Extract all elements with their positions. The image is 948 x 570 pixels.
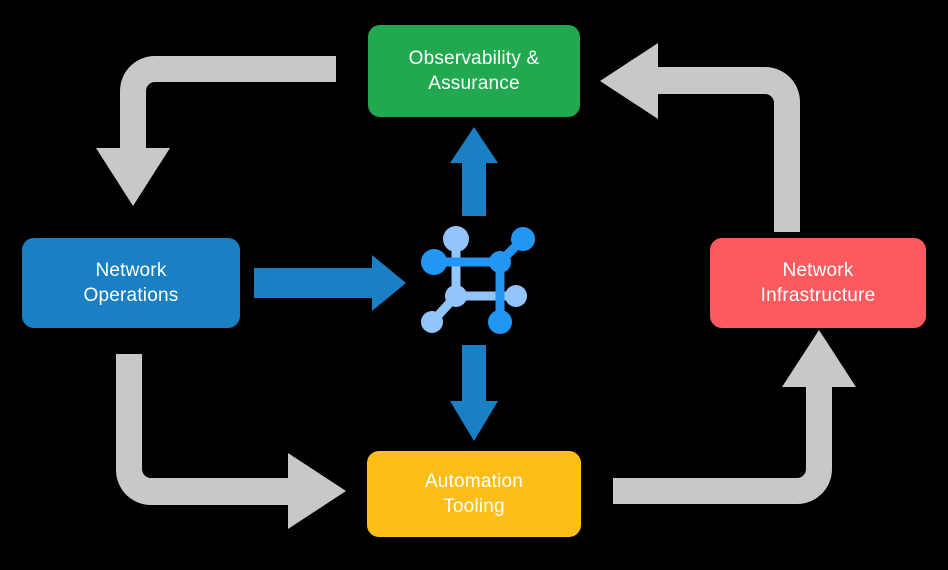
node-label-automation-tooling: Automation Tooling: [424, 470, 524, 517]
node-label-network-operations: Network Operations: [83, 259, 179, 306]
grey-arrow-operations-to-automation: [116, 354, 346, 529]
blue-arrow-ops-to-center: [254, 255, 406, 311]
node-box-automation-tooling[interactable]: Automation Tooling: [367, 451, 581, 537]
node-label-network-infrastructure: Network Infrastructure: [760, 259, 876, 306]
node-box-observability[interactable]: Observability & Assurance: [368, 25, 580, 117]
topology-dark-nodes: [421, 227, 535, 334]
grey-arrow-infrastructure-to-observability: [600, 43, 800, 232]
node-label-observability: Observability & Assurance: [408, 47, 540, 94]
blue-arrow-center-to-observability: [450, 127, 498, 216]
grey-arrow-observability-to-operations: [96, 56, 336, 206]
topology-light-nodes: [421, 226, 527, 333]
blue-arrow-center-to-automation: [450, 345, 498, 441]
network-topology-icon: [421, 226, 535, 334]
node-box-network-infrastructure[interactable]: Network Infrastructure: [710, 238, 926, 328]
grey-arrow-automation-to-infrastructure: [613, 330, 856, 504]
node-box-network-operations[interactable]: Network Operations: [22, 238, 240, 328]
